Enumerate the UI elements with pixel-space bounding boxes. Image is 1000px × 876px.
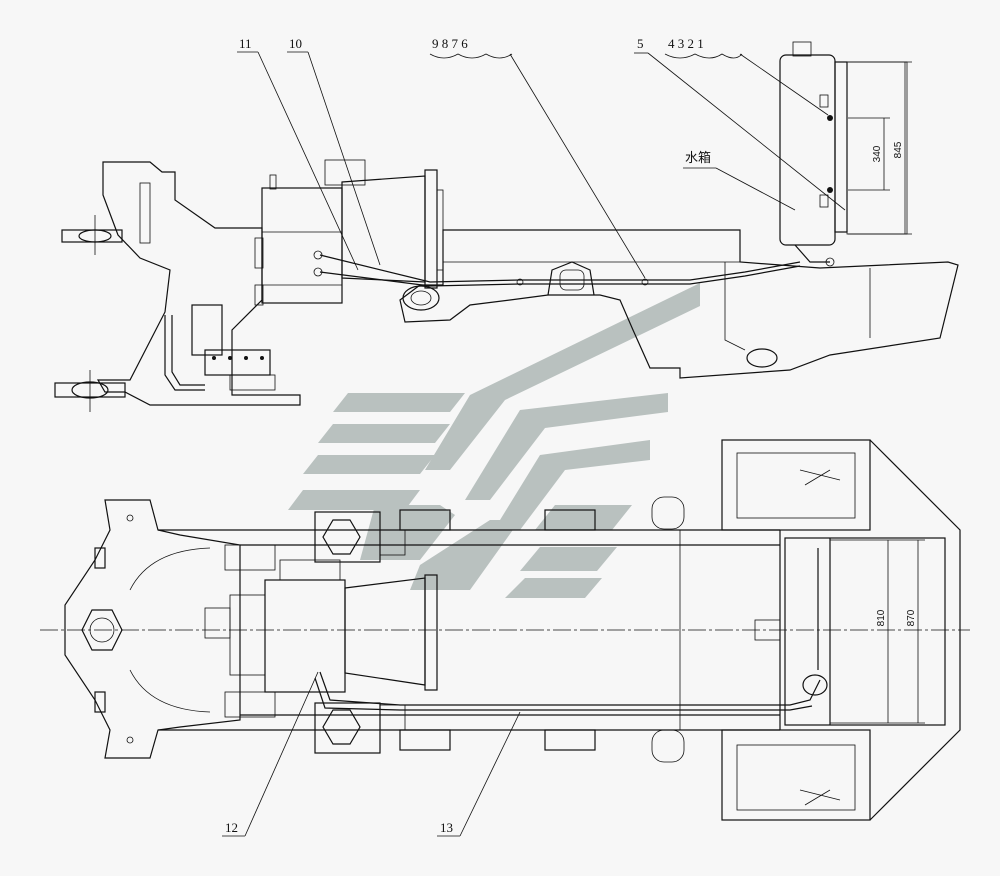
control-box bbox=[191, 304, 223, 356]
oil-pipes bbox=[164, 250, 801, 391]
bottom-pivot-pin bbox=[54, 370, 126, 412]
plan-gearbox bbox=[264, 579, 346, 693]
callout-10: 10 bbox=[289, 36, 302, 51]
water-tank-label: 水箱 bbox=[685, 150, 711, 165]
callout-4321: 4 3 2 1 bbox=[668, 36, 704, 51]
callout-5: 5 bbox=[637, 36, 644, 51]
water-tank bbox=[779, 41, 908, 267]
dim-870: 870 bbox=[906, 609, 917, 626]
rear-section bbox=[721, 439, 961, 821]
callout-9876: 9 8 7 6 bbox=[432, 36, 468, 51]
dim-845: 845 bbox=[893, 141, 904, 158]
callouts: 11 10 9 8 7 6 5 4 3 2 1 水箱 12 13 bbox=[222, 36, 846, 837]
watermark-logo bbox=[288, 283, 700, 598]
converter-cone bbox=[341, 175, 426, 283]
hex-hub bbox=[81, 609, 123, 651]
callout-13: 13 bbox=[440, 820, 453, 835]
plan-view: 810 870 bbox=[40, 439, 970, 821]
dim-810: 810 bbox=[876, 609, 887, 626]
top-pivot-pin bbox=[61, 215, 123, 255]
mount-plates bbox=[314, 496, 781, 763]
gearbox-block bbox=[261, 187, 343, 304]
callout-12: 12 bbox=[225, 820, 238, 835]
front-frame-outline bbox=[96, 161, 301, 406]
rear-frame-beam bbox=[399, 229, 959, 379]
side-view: 845 340 bbox=[54, 41, 959, 412]
callout-11: 11 bbox=[239, 36, 252, 51]
plan-front-frame bbox=[64, 499, 241, 759]
dim-340: 340 bbox=[872, 145, 883, 162]
